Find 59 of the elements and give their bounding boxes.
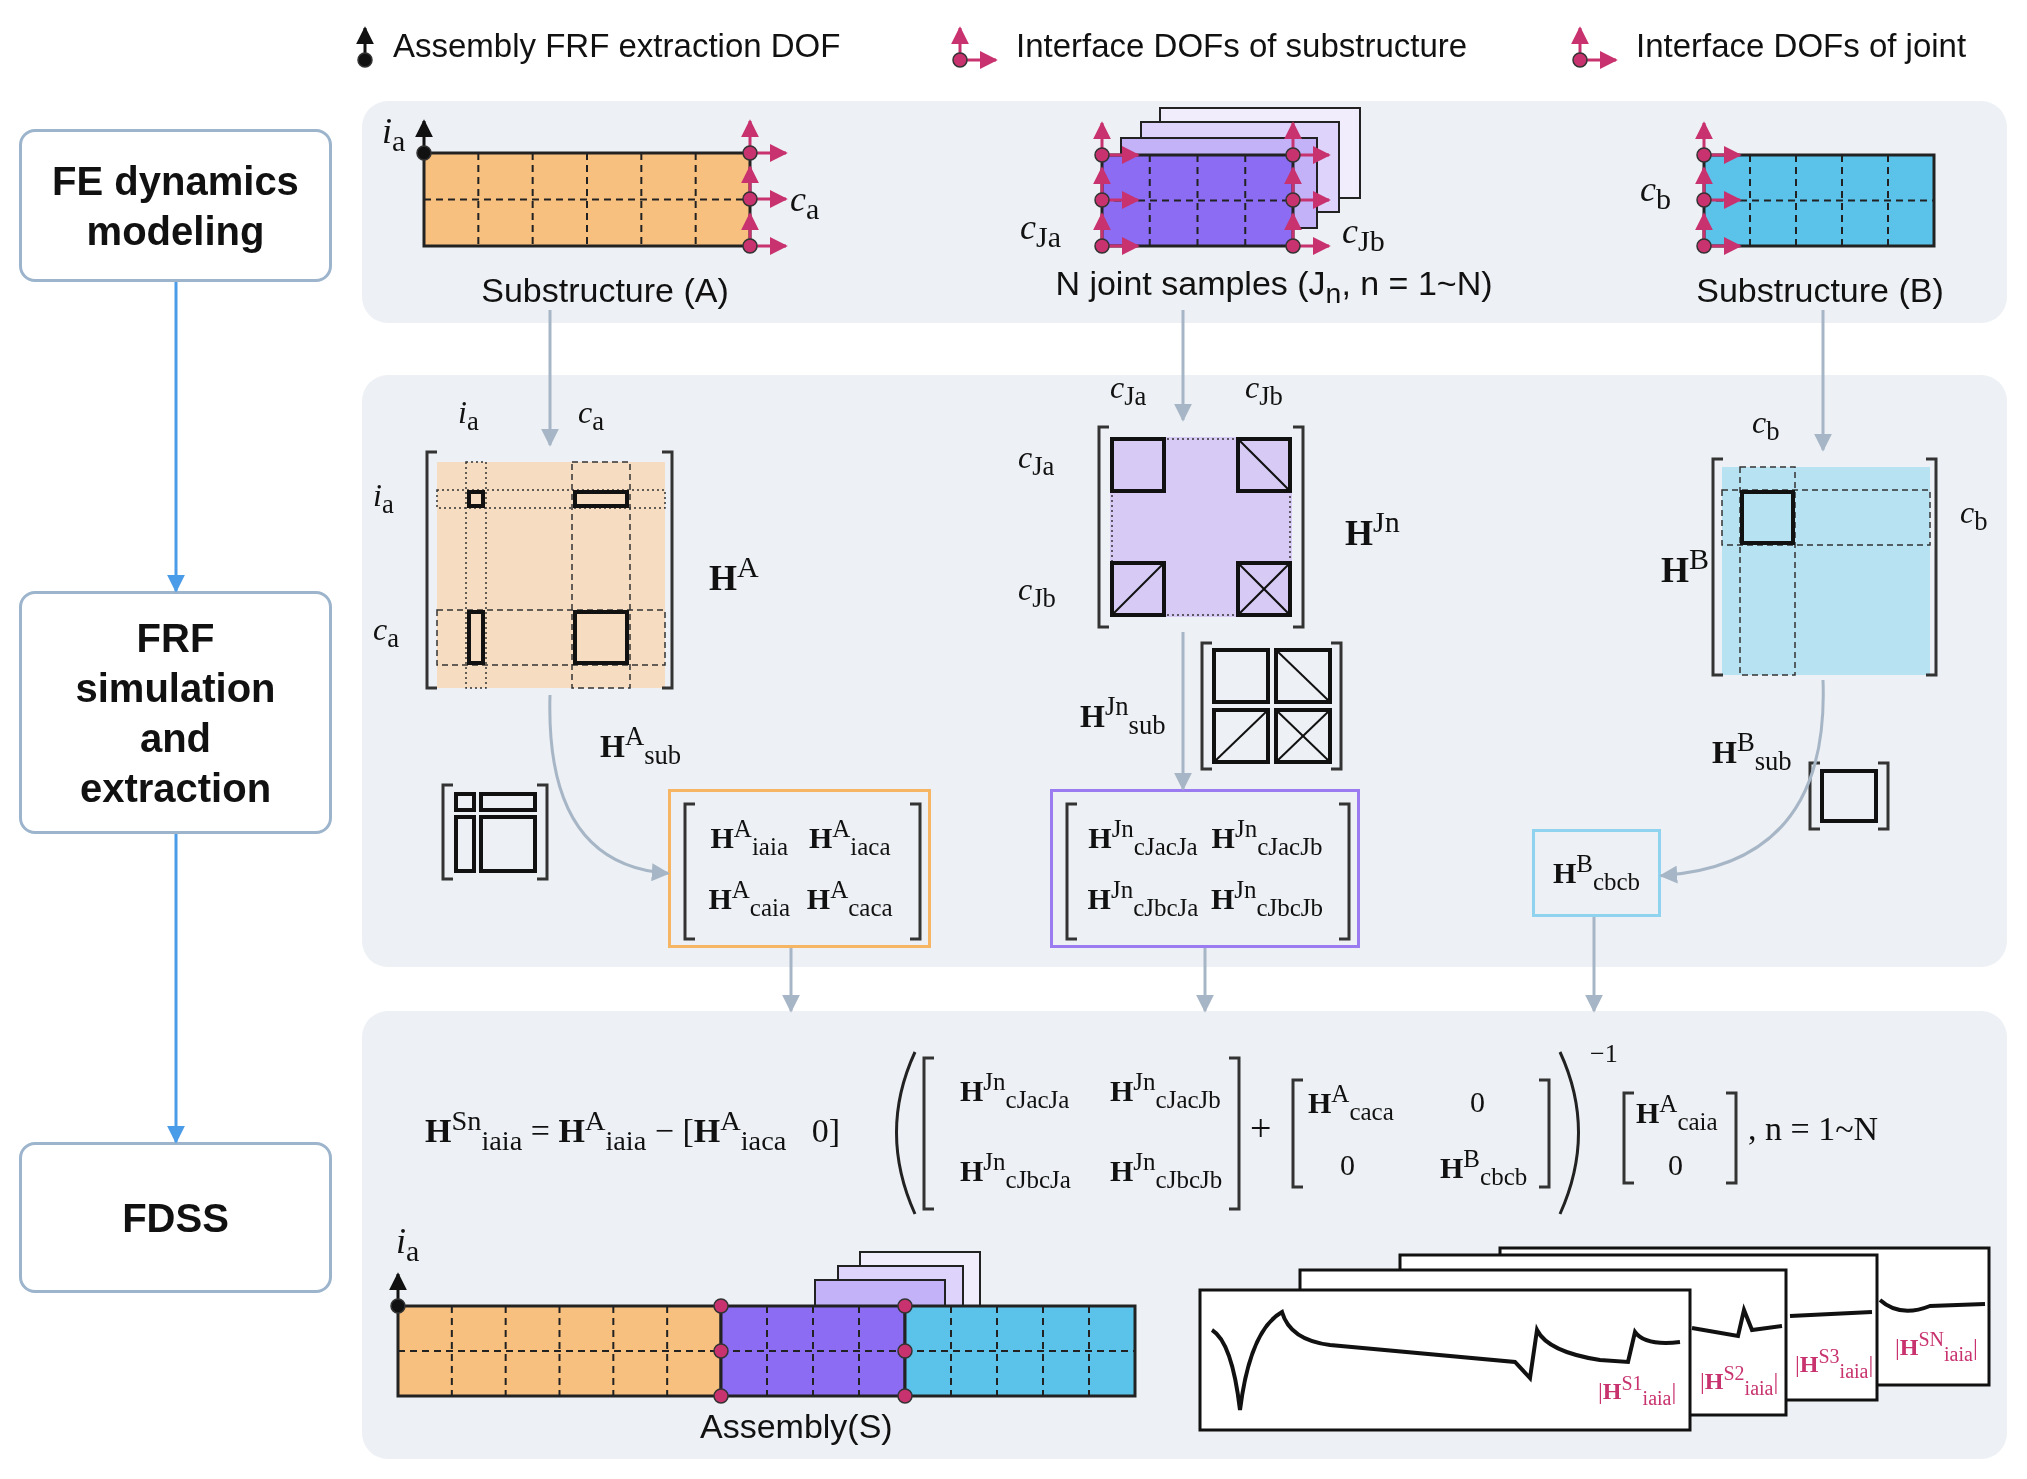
matrix-label: c$_{Ja}$ [1018, 440, 1055, 482]
matrix-symbol: H$^{A}$ [709, 550, 759, 599]
matrix-label: c$_{Ja}$ [1110, 370, 1147, 412]
step-label: FE dynamics modeling [51, 157, 300, 255]
arrow [167, 834, 185, 1144]
arrow [1585, 917, 1603, 1013]
process-box [19, 129, 332, 282]
dof-label: i$_{a}$ [396, 1222, 420, 1268]
node-label: N joint samples (J$_{n}$, n = 1~N) [1055, 264, 1493, 310]
arrow [541, 310, 559, 447]
legend-text: Interface DOFs of substructure [1016, 27, 1468, 65]
node-label: Substructure (A) [481, 271, 729, 310]
matrix-box [1532, 829, 1661, 917]
plot-label: |H$^{S1}$$_{iaia}$| [1598, 1372, 1677, 1409]
plot-label: |H$^{S2}$$_{iaia}$| [1700, 1362, 1779, 1399]
plot-label: |H$^{SN}$$_{iaia}$| [1895, 1328, 1978, 1365]
matrix-entry: 0 [1470, 1085, 1485, 1118]
arrow [782, 948, 800, 1013]
formula-condition: , n = 1~N [1748, 1110, 1879, 1148]
dof-label: i$_{a}$ [382, 112, 406, 158]
process-box [19, 591, 332, 834]
arrow [1814, 310, 1832, 452]
matrix-entry: 0 [1668, 1148, 1683, 1181]
plot-label: |H$^{S3}$$_{iaia}$| [1795, 1345, 1874, 1382]
exponent: −1 [1590, 1040, 1618, 1069]
arrow [1174, 632, 1192, 791]
matrix-label: c$_{Jb}$ [1245, 370, 1283, 412]
matrix-symbol: H$^{B}$ [1661, 542, 1710, 591]
panel [362, 101, 2007, 323]
matrix-box [1050, 789, 1360, 948]
matrix-label: c$_{a}$ [578, 395, 605, 437]
matrix-label: c$_{b}$ [1960, 495, 1988, 537]
step-label: FRF simulation and extraction [74, 614, 277, 812]
node-label: Substructure (B) [1696, 271, 1944, 310]
step-label: FDSS [121, 1194, 230, 1242]
matrix-entry: 0 [1340, 1148, 1355, 1181]
matrix-symbol: H$^{Jn}$ [1345, 505, 1400, 554]
arrow [1174, 310, 1192, 422]
legend-text: Assembly FRF extraction DOF [393, 27, 841, 65]
legend-text: Interface DOFs of joint [1636, 27, 1967, 65]
caption: Assembly(S) [700, 1408, 893, 1446]
arrow [167, 282, 185, 593]
matrix-label: c$_{a}$ [373, 612, 400, 654]
operator: + [1250, 1108, 1272, 1150]
panel [362, 375, 2007, 967]
arrow [548, 695, 670, 881]
dof-label: c$_{Ja}$ [1020, 208, 1061, 254]
matrix-label: c$_{b}$ [1752, 405, 1780, 447]
process-box [19, 1142, 332, 1293]
arrow [1196, 948, 1214, 1013]
formula: H$^{Sn}$$_{iaia}$ = H$^{A}$$_{iaia}$ − [H$^{A}$$_{iaca}$ 0] [425, 1105, 841, 1157]
dof-label: c$_{b}$ [1640, 170, 1671, 216]
matrix-label: c$_{Jb}$ [1018, 572, 1056, 614]
matrix-label: i$_{a}$ [373, 478, 394, 520]
arrow [1659, 680, 1825, 883]
dof-label: c$_{a}$ [790, 180, 820, 226]
matrix-box [668, 789, 931, 948]
matrix-label: i$_{a}$ [458, 395, 479, 437]
dof-label: c$_{Jb}$ [1342, 212, 1385, 258]
